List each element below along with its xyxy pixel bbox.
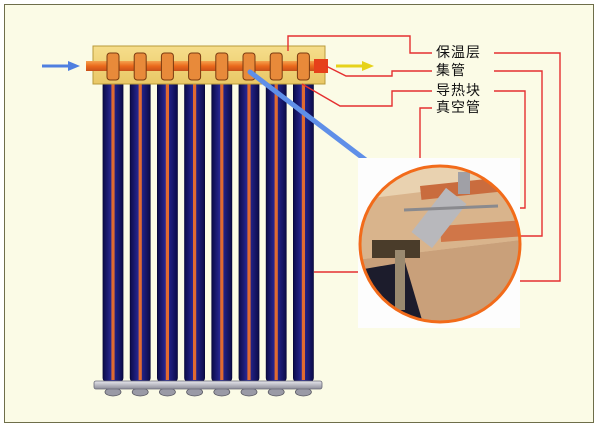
vacuum-tube (184, 79, 206, 397)
bottom-rail (93, 380, 323, 390)
heat-block (269, 52, 283, 81)
vacuum-tube (238, 79, 260, 397)
heat-block (296, 52, 310, 81)
header-pipe (86, 59, 328, 73)
heat-block (215, 52, 229, 81)
heat-block (133, 52, 147, 81)
heat-block-array (106, 52, 310, 81)
vacuum-tube-array (102, 79, 314, 397)
heat-block (106, 52, 120, 81)
leader-lines (287, 35, 561, 282)
heat-block (188, 52, 202, 81)
header-pipe-label: 集管 (436, 63, 466, 79)
heat-block (160, 52, 174, 81)
vacuum-tube-label: 真空管 (436, 100, 481, 116)
vacuum-tube (265, 79, 287, 397)
vacuum-tube (129, 79, 151, 397)
vacuum-tube (211, 79, 233, 397)
inlet-arrow-icon (42, 61, 80, 71)
vacuum-tube (292, 79, 314, 397)
vacuum-tube (156, 79, 178, 397)
inset-detail-photo (358, 158, 522, 328)
vacuum-tube (102, 79, 124, 397)
insulation-label: 保温层 (436, 45, 481, 61)
outlet-arrow-icon (336, 61, 374, 71)
heat-block-label: 导热块 (436, 83, 481, 99)
